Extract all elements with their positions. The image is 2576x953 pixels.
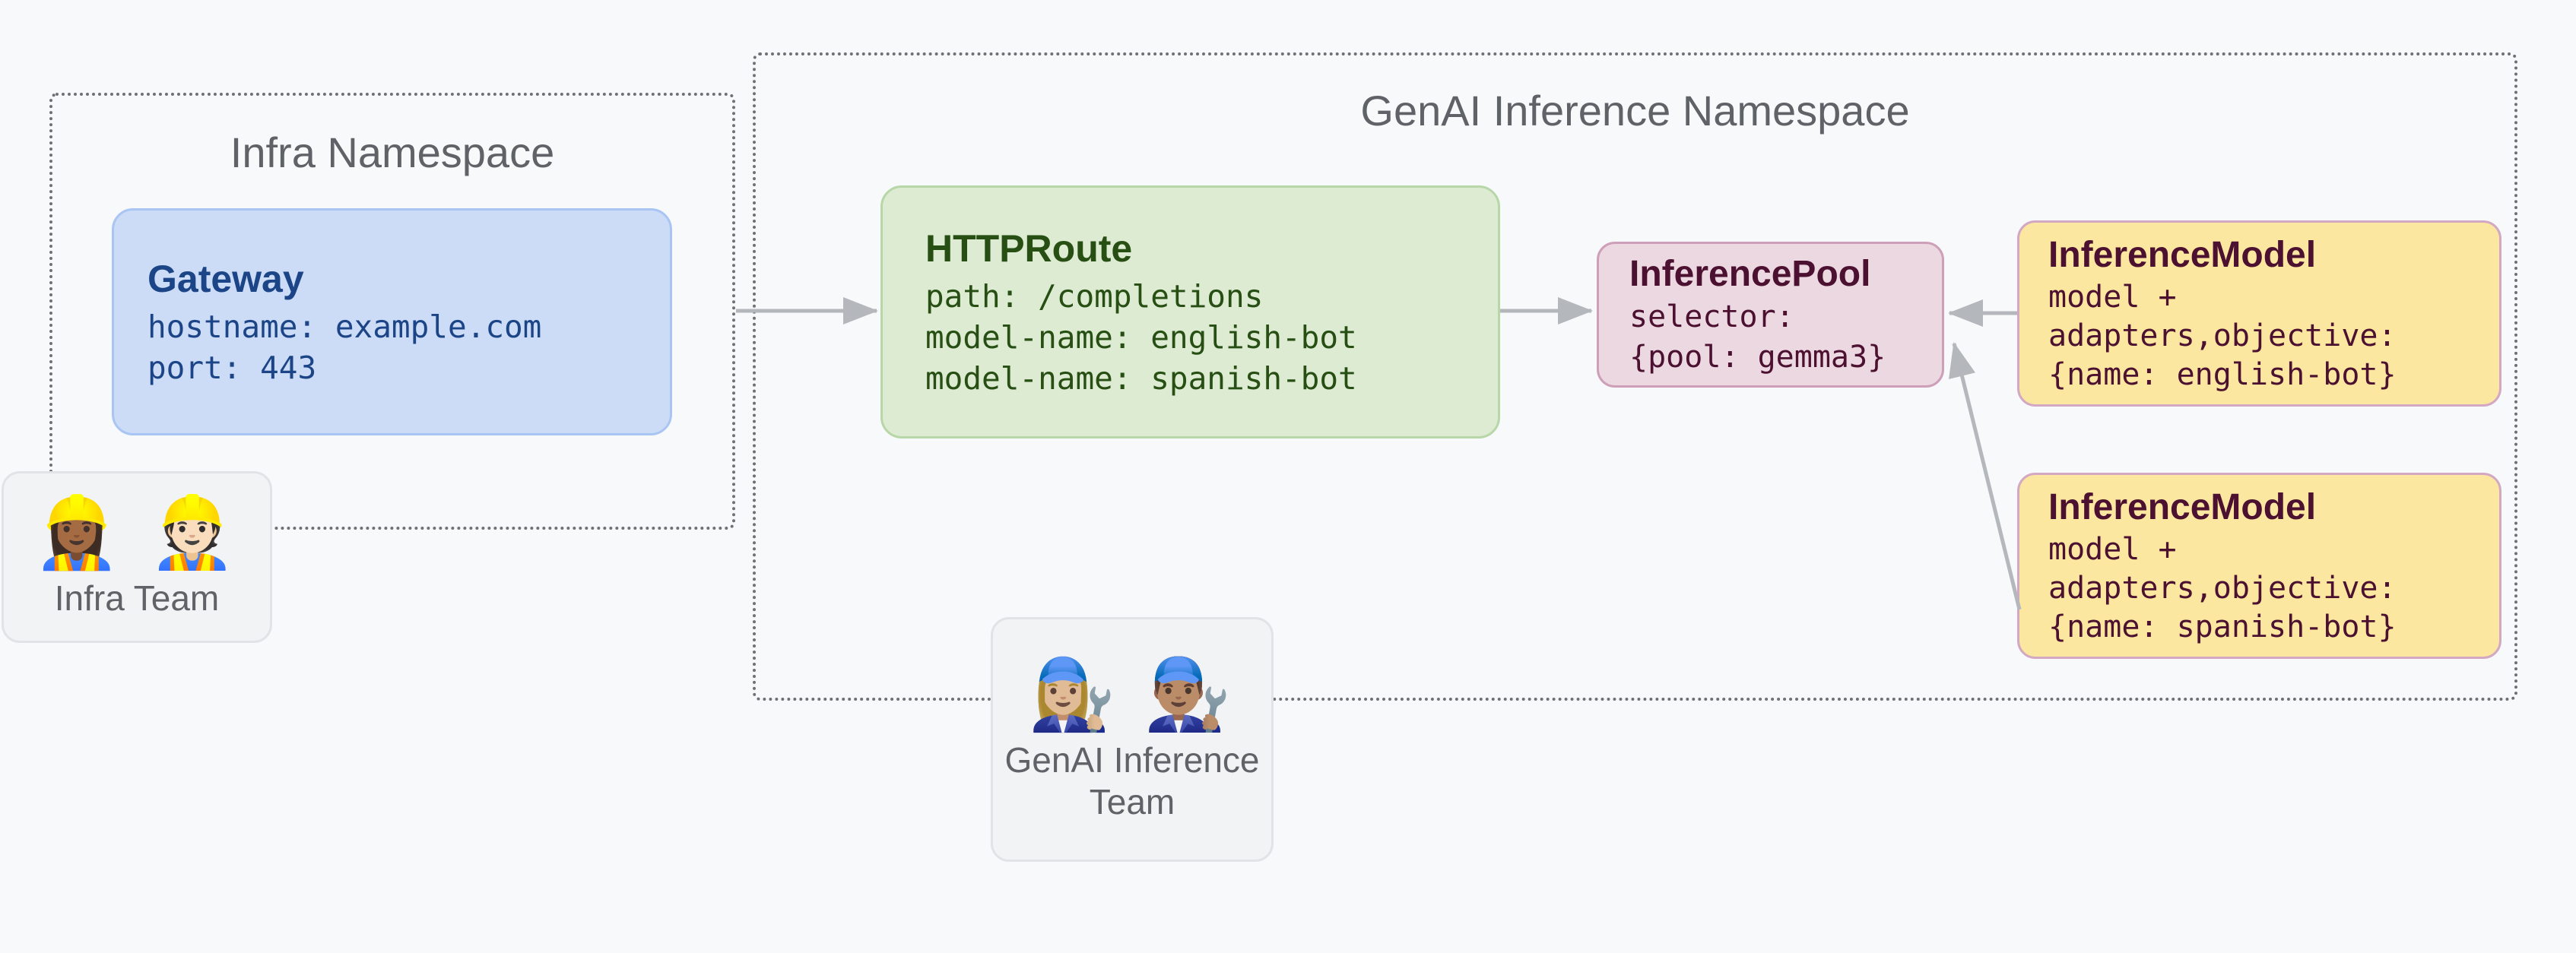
inference-model-spanish-title: InferenceModel — [2048, 486, 2317, 527]
infra-team-label: Infra Team — [54, 578, 220, 619]
inference-model-english-model-line: model + — [2048, 279, 2177, 315]
genai-inference-team-card: 👩🏼‍🔧 👨🏽‍🔧 GenAI Inference Team — [991, 617, 1274, 862]
infra-namespace-box: Infra Namespace — [49, 93, 735, 530]
inference-model-english-name-line: {name: english-bot} — [2048, 357, 2397, 393]
arrow-spanish-model-to-inferencepool — [1949, 342, 2022, 610]
inference-model-spanish-adapters-line: adapters,objective: — [2048, 570, 2397, 606]
gateway-hostname-line: hostname: example.com — [148, 308, 542, 345]
genai-namespace-title: GenAI Inference Namespace — [1360, 87, 1910, 135]
gateway-node-title: Gateway — [148, 258, 304, 301]
gateway-port-line: port: 443 — [148, 349, 317, 386]
inference-pool-node: InferencePool selector: {pool: gemma3} — [1597, 242, 1944, 388]
inference-model-spanish-node: InferenceModel model + adapters,objectiv… — [2017, 473, 2501, 659]
httproute-model-english-line: model-name: english-bot — [925, 318, 1357, 356]
infra-team-card: 👷🏾‍♀️ 👷🏻 Infra Team — [2, 471, 272, 643]
inference-pool-selector-line: selector: — [1629, 299, 1794, 335]
inference-model-english-node: InferenceModel model + adapters,objectiv… — [2017, 220, 2501, 407]
inference-model-spanish-model-line: model + — [2048, 531, 2177, 567]
mechanics-icon: 👩🏼‍🔧 👨🏽‍🔧 — [1028, 656, 1236, 734]
genai-namespace-box: GenAI Inference Namespace — [753, 52, 2517, 701]
httproute-model-spanish-line: model-name: spanish-bot — [925, 359, 1357, 397]
httproute-path-line: path: /completions — [925, 277, 1264, 315]
inference-model-english-adapters-line: adapters,objective: — [2048, 318, 2397, 353]
httproute-node-title: HTTPRoute — [925, 227, 1133, 271]
inference-pool-pool-line: {pool: gemma3} — [1629, 340, 1886, 375]
gateway-node: Gateway hostname: example.com port: 443 — [112, 208, 672, 435]
construction-workers-icon: 👷🏾‍♀️ 👷🏻 — [33, 494, 241, 572]
genai-inference-team-label: GenAI Inference Team — [1004, 740, 1260, 822]
inference-pool-node-title: InferencePool — [1629, 254, 1871, 295]
inference-model-english-title: InferenceModel — [2048, 234, 2317, 275]
httproute-node: HTTPRoute path: /completions model-name:… — [880, 185, 1500, 439]
infra-namespace-title: Infra Namespace — [230, 128, 555, 176]
inference-model-spanish-name-line: {name: spanish-bot} — [2048, 609, 2397, 645]
